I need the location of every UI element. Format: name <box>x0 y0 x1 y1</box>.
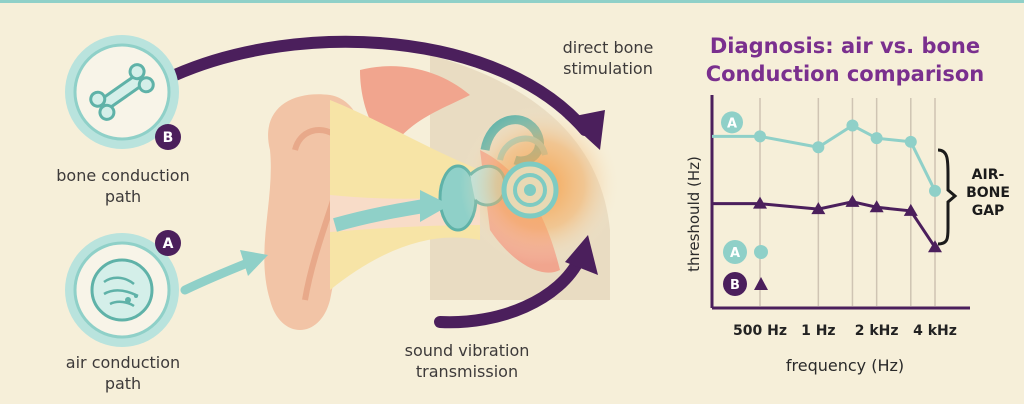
air-path-arrow-shaft <box>180 257 255 295</box>
cochlea <box>501 161 559 219</box>
sound-vibration-arrow-head <box>565 235 598 275</box>
series-b-point-0 <box>753 196 767 209</box>
bone-conduction-label-line2: path <box>104 187 142 206</box>
series-b-point-4 <box>903 203 918 216</box>
air-path-arrow-head <box>240 250 268 276</box>
gap-label-line2: BONE <box>966 185 1010 201</box>
bone-path-badge <box>155 124 181 150</box>
direct-bone-label-line2: stimulation <box>563 59 653 78</box>
gap-label-line3: GAP <box>971 203 1005 219</box>
series-a-point-3 <box>870 132 883 145</box>
x-tick-label-0: 500 Hz <box>733 323 787 339</box>
ear-illustration <box>264 55 620 330</box>
sound-vibration-arrow-shaft <box>434 252 586 329</box>
legend-badge-a <box>723 240 747 264</box>
chart-title-line1: Diagnosis: air vs. bone <box>709 34 981 58</box>
eardrum-icon <box>90 258 154 322</box>
series-a-point-5 <box>929 184 941 197</box>
top-border <box>0 0 1024 3</box>
series-a-badge <box>721 111 743 134</box>
legend-badge-a-text: A <box>730 246 740 261</box>
x-axis-label: frequency (Hz) <box>785 356 905 375</box>
series-a-badge-text: A <box>727 116 737 131</box>
x-tick-label-3: 4 kHz <box>913 323 957 339</box>
bone-conduction-label-line1: bone conduction <box>56 166 190 185</box>
series-b-point-5 <box>928 240 942 253</box>
sound-vibration-label-line2: transmission <box>415 362 519 381</box>
bone-conduction-circle <box>65 35 179 149</box>
series-a-point-4 <box>904 135 917 148</box>
direct-bone-stimulation-label: direct bone stimulation <box>538 37 678 79</box>
series-line-b <box>712 200 937 249</box>
series-b-point-2 <box>845 194 860 207</box>
series-b-point-1 <box>811 202 826 215</box>
chart-legend: A B <box>723 240 768 296</box>
series-b-point-3 <box>869 200 884 213</box>
series-a-point-0 <box>754 130 766 143</box>
direct-bone-label-line1: direct bone <box>562 38 654 57</box>
series-line-a <box>712 123 937 192</box>
legend-marker-triangle <box>754 277 768 290</box>
legend-badge-b-text: B <box>730 278 740 293</box>
series-a-point-1 <box>812 141 825 154</box>
direct-bone-arrow-shaft <box>169 35 591 136</box>
air-conduction-label-line1: air conduction <box>65 353 181 372</box>
air-path-badge-text: A <box>163 236 174 252</box>
bone-path-badge-text: B <box>163 130 174 146</box>
sound-vibration-label: sound vibration transmission <box>372 340 562 382</box>
air-conduction-circle <box>65 233 179 347</box>
air-bone-gap-label: AIR- BONE GAP <box>958 166 1018 220</box>
x-tick-label-2: 2 kHz <box>854 323 899 339</box>
air-bone-gap-bracket <box>937 148 958 246</box>
air-conduction-label-line2: path <box>104 374 142 393</box>
bone-conduction-label: bone conduction path <box>28 165 218 207</box>
air-wave-arrow-head <box>420 190 450 222</box>
chart-title: Diagnosis: air vs. bone Conduction compa… <box>690 32 1000 88</box>
conduction-chart: A A B <box>710 95 970 310</box>
sound-vibration-label-line1: sound vibration <box>404 341 530 360</box>
legend-badge-b <box>723 272 747 296</box>
chart-series: A <box>712 111 942 253</box>
series-a-point-2 <box>846 119 859 132</box>
bone-icon <box>89 63 155 121</box>
chart-title-line2: Conduction comparison <box>705 62 985 86</box>
air-path-badge <box>155 230 181 256</box>
x-tick-label-1: 1 Hz <box>801 323 836 339</box>
y-axis-label: threshould (Hz) <box>685 156 703 272</box>
direct-bone-arrow-head <box>565 110 605 150</box>
ear-canal-yellow <box>330 100 480 290</box>
air-conduction-label: air conduction path <box>28 352 218 394</box>
gap-label-line1: AIR- <box>971 167 1005 183</box>
legend-marker-circle <box>754 245 768 259</box>
